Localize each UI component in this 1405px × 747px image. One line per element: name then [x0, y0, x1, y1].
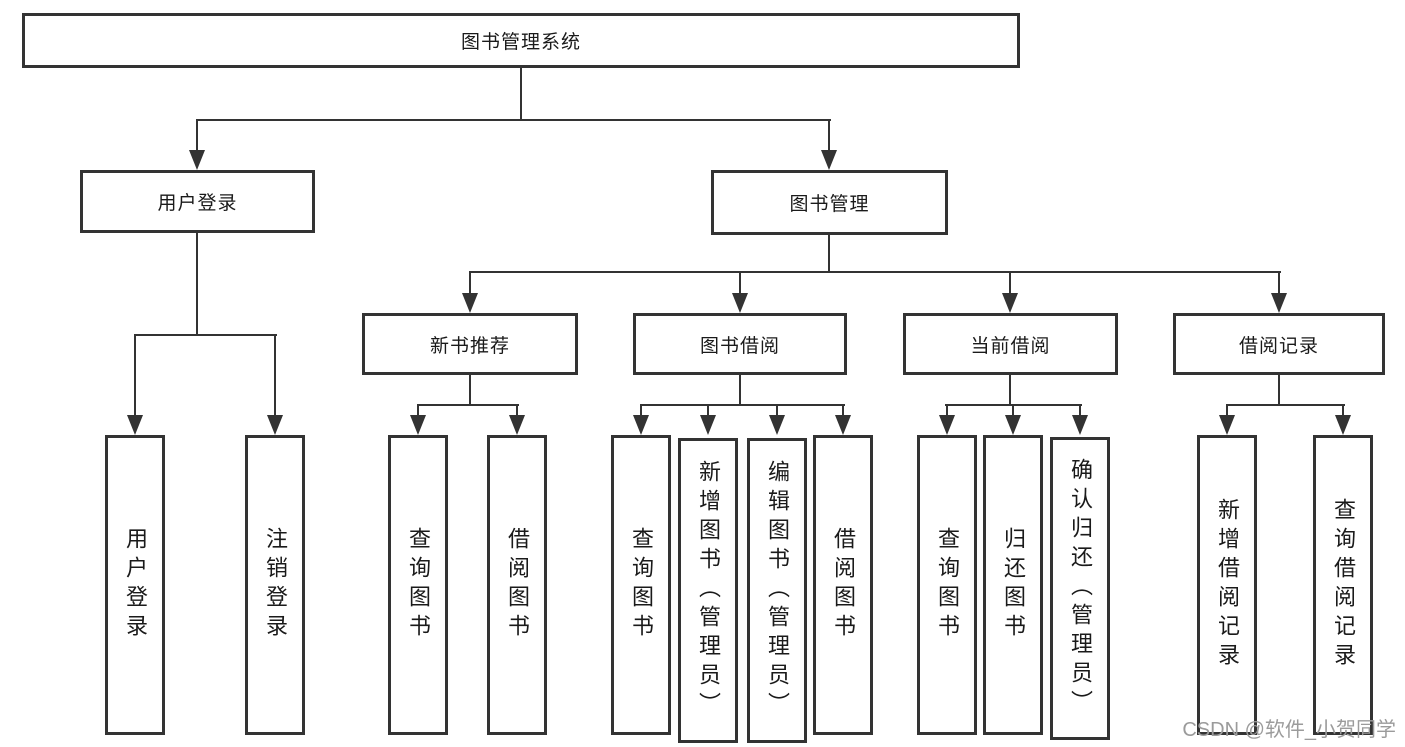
- leaf-borrow-books: 借阅图书: [813, 435, 873, 735]
- connector-line: [274, 336, 276, 417]
- node-label: 新增图书（管理员）: [696, 460, 721, 721]
- connector-line: [828, 235, 830, 273]
- arrow-down-icon: [732, 293, 748, 313]
- connector-line: [640, 404, 845, 406]
- node-current-borrowing: 当前借阅: [903, 313, 1118, 375]
- connector-line: [1278, 273, 1280, 295]
- connector-line: [945, 404, 1082, 406]
- arrow-down-icon: [127, 415, 143, 435]
- connector-line: [134, 334, 277, 336]
- arrow-down-icon: [267, 415, 283, 435]
- connector-line: [1012, 406, 1014, 417]
- connector-line: [469, 273, 471, 295]
- node-label: 用户登录: [157, 193, 238, 214]
- arrow-down-icon: [189, 150, 205, 170]
- leaf-return-book: 归还图书: [983, 435, 1043, 735]
- connector-line: [1226, 404, 1345, 406]
- connector-line: [842, 406, 844, 417]
- leaf-query-books-recommend: 查询图书: [388, 435, 448, 735]
- node-label: 注销登录: [263, 527, 288, 643]
- node-library-management-system: 图书管理系统: [22, 13, 1020, 68]
- node-label: 归还图书: [1001, 527, 1026, 643]
- connector-line: [196, 119, 831, 121]
- arrow-down-icon: [462, 293, 478, 313]
- node-label: 用户登录: [123, 527, 148, 643]
- arrow-down-icon: [1271, 293, 1287, 313]
- arrow-down-icon: [410, 415, 426, 435]
- leaf-query-books-current: 查询图书: [917, 435, 977, 735]
- arrow-down-icon: [769, 415, 785, 435]
- node-label: 借阅图书: [831, 527, 856, 643]
- leaf-user-login: 用户登录: [105, 435, 165, 735]
- leaf-add-borrow-record: 新增借阅记录: [1197, 435, 1257, 735]
- node-label: 查询借阅记录: [1331, 498, 1356, 672]
- node-label: 图书借阅: [699, 335, 780, 357]
- arrow-down-icon: [1219, 415, 1235, 435]
- node-label: 查询图书: [629, 527, 654, 643]
- node-label: 查询图书: [935, 527, 960, 643]
- leaf-query-borrow-record: 查询借阅记录: [1313, 435, 1373, 735]
- arrow-down-icon: [1072, 415, 1088, 435]
- connector-line: [1009, 375, 1011, 406]
- arrow-down-icon: [939, 415, 955, 435]
- connector-line: [1009, 273, 1011, 295]
- node-label: 新增借阅记录: [1215, 498, 1240, 672]
- watermark: CSDN @软件_小贺同学: [1182, 719, 1396, 741]
- leaf-borrow-books-recommend: 借阅图书: [487, 435, 547, 735]
- connector-line: [828, 121, 830, 152]
- node-label: 图书管理系统: [460, 32, 581, 53]
- connector-line: [739, 375, 741, 406]
- leaf-logout: 注销登录: [245, 435, 305, 735]
- arrow-down-icon: [1005, 415, 1021, 435]
- connector-line: [707, 406, 709, 417]
- connector-line: [946, 406, 948, 417]
- arrow-down-icon: [1335, 415, 1351, 435]
- leaf-edit-book-admin: 编辑图书（管理员）: [747, 438, 807, 743]
- arrow-down-icon: [509, 415, 525, 435]
- connector-line: [134, 336, 136, 417]
- connector-line: [516, 406, 518, 417]
- node-book-borrowing: 图书借阅: [633, 313, 847, 375]
- node-label: 图书管理: [789, 194, 870, 215]
- connector-line: [196, 233, 198, 335]
- connector-line: [776, 406, 778, 417]
- connector-line: [739, 273, 741, 295]
- connector-line: [1278, 375, 1280, 406]
- connector-line: [640, 406, 642, 417]
- connector-line: [469, 375, 471, 406]
- arrow-down-icon: [821, 150, 837, 170]
- arrow-down-icon: [835, 415, 851, 435]
- node-label: 新书推荐: [429, 335, 510, 357]
- connector-line: [417, 404, 519, 406]
- node-book-management: 图书管理: [711, 170, 948, 235]
- leaf-query-books-borrow: 查询图书: [611, 435, 671, 735]
- connector-line: [1226, 406, 1228, 417]
- node-label: 确认归还（管理员）: [1068, 458, 1093, 719]
- connector-line: [1079, 406, 1081, 417]
- connector-line: [1342, 406, 1344, 417]
- connector-line: [417, 406, 419, 417]
- node-label: 查询图书: [406, 527, 431, 643]
- leaf-add-book-admin: 新增图书（管理员）: [678, 438, 738, 743]
- arrow-down-icon: [700, 415, 716, 435]
- arrow-down-icon: [1002, 293, 1018, 313]
- node-new-book-recommend: 新书推荐: [362, 313, 578, 375]
- node-borrowing-records: 借阅记录: [1173, 313, 1385, 375]
- leaf-confirm-return-admin: 确认归还（管理员）: [1050, 437, 1110, 740]
- connector-line: [196, 121, 198, 152]
- node-label: 当前借阅: [970, 335, 1051, 357]
- node-label: 借阅记录: [1238, 335, 1319, 357]
- node-label: 借阅图书: [505, 527, 530, 643]
- arrow-down-icon: [633, 415, 649, 435]
- node-user-login: 用户登录: [80, 170, 315, 233]
- connector-line: [520, 68, 522, 121]
- connector-line: [469, 271, 1281, 273]
- node-label: 编辑图书（管理员）: [765, 460, 790, 721]
